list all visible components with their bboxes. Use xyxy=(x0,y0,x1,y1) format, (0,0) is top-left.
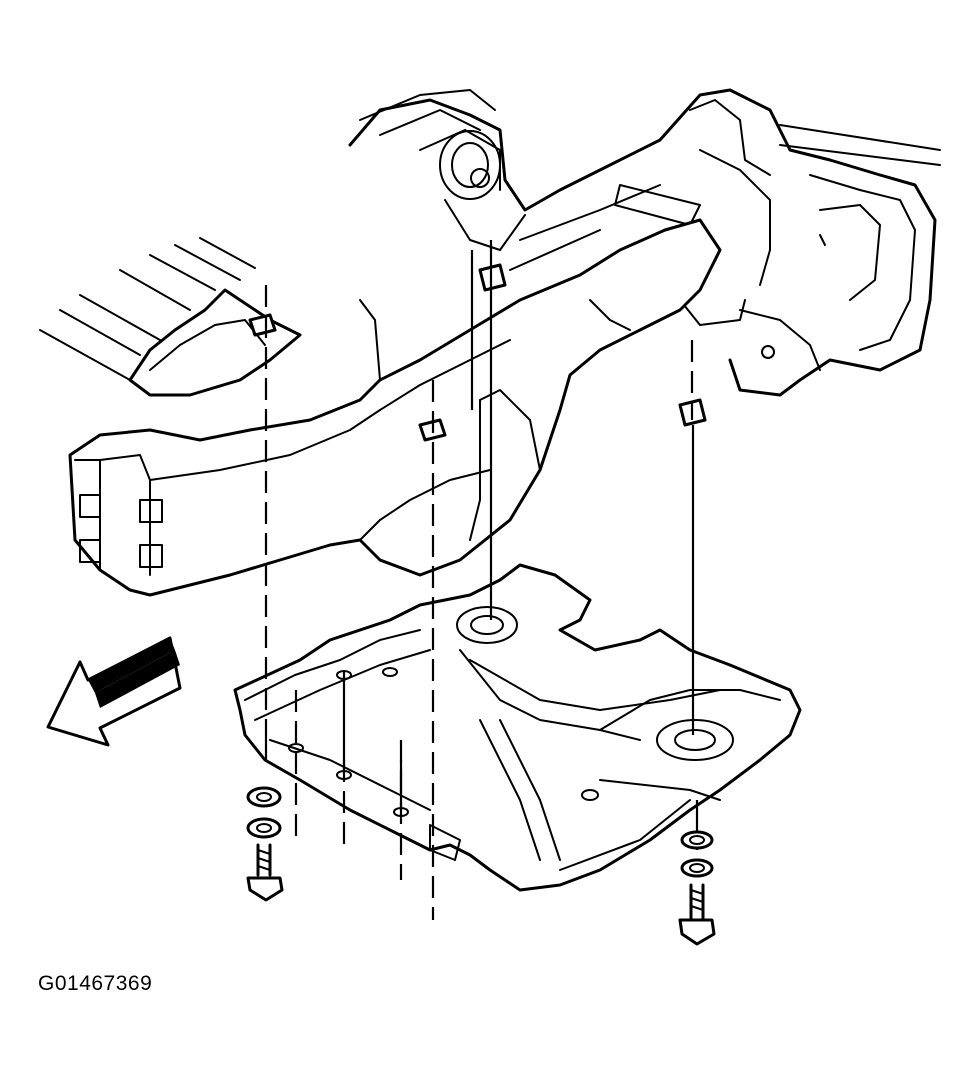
cage-nuts xyxy=(248,263,707,442)
left-side-rails xyxy=(39,237,302,397)
right-hardware-stack xyxy=(678,830,716,946)
frame-crossmember xyxy=(68,184,722,597)
engine-mount-bracket xyxy=(348,88,941,397)
figure-code: G01467369 xyxy=(38,972,153,995)
shield-plate xyxy=(233,563,802,892)
plate-studs xyxy=(288,670,409,817)
front-direction-arrow-icon xyxy=(46,636,182,747)
left-hardware-stack xyxy=(246,786,284,902)
alignment-lines xyxy=(264,240,699,920)
